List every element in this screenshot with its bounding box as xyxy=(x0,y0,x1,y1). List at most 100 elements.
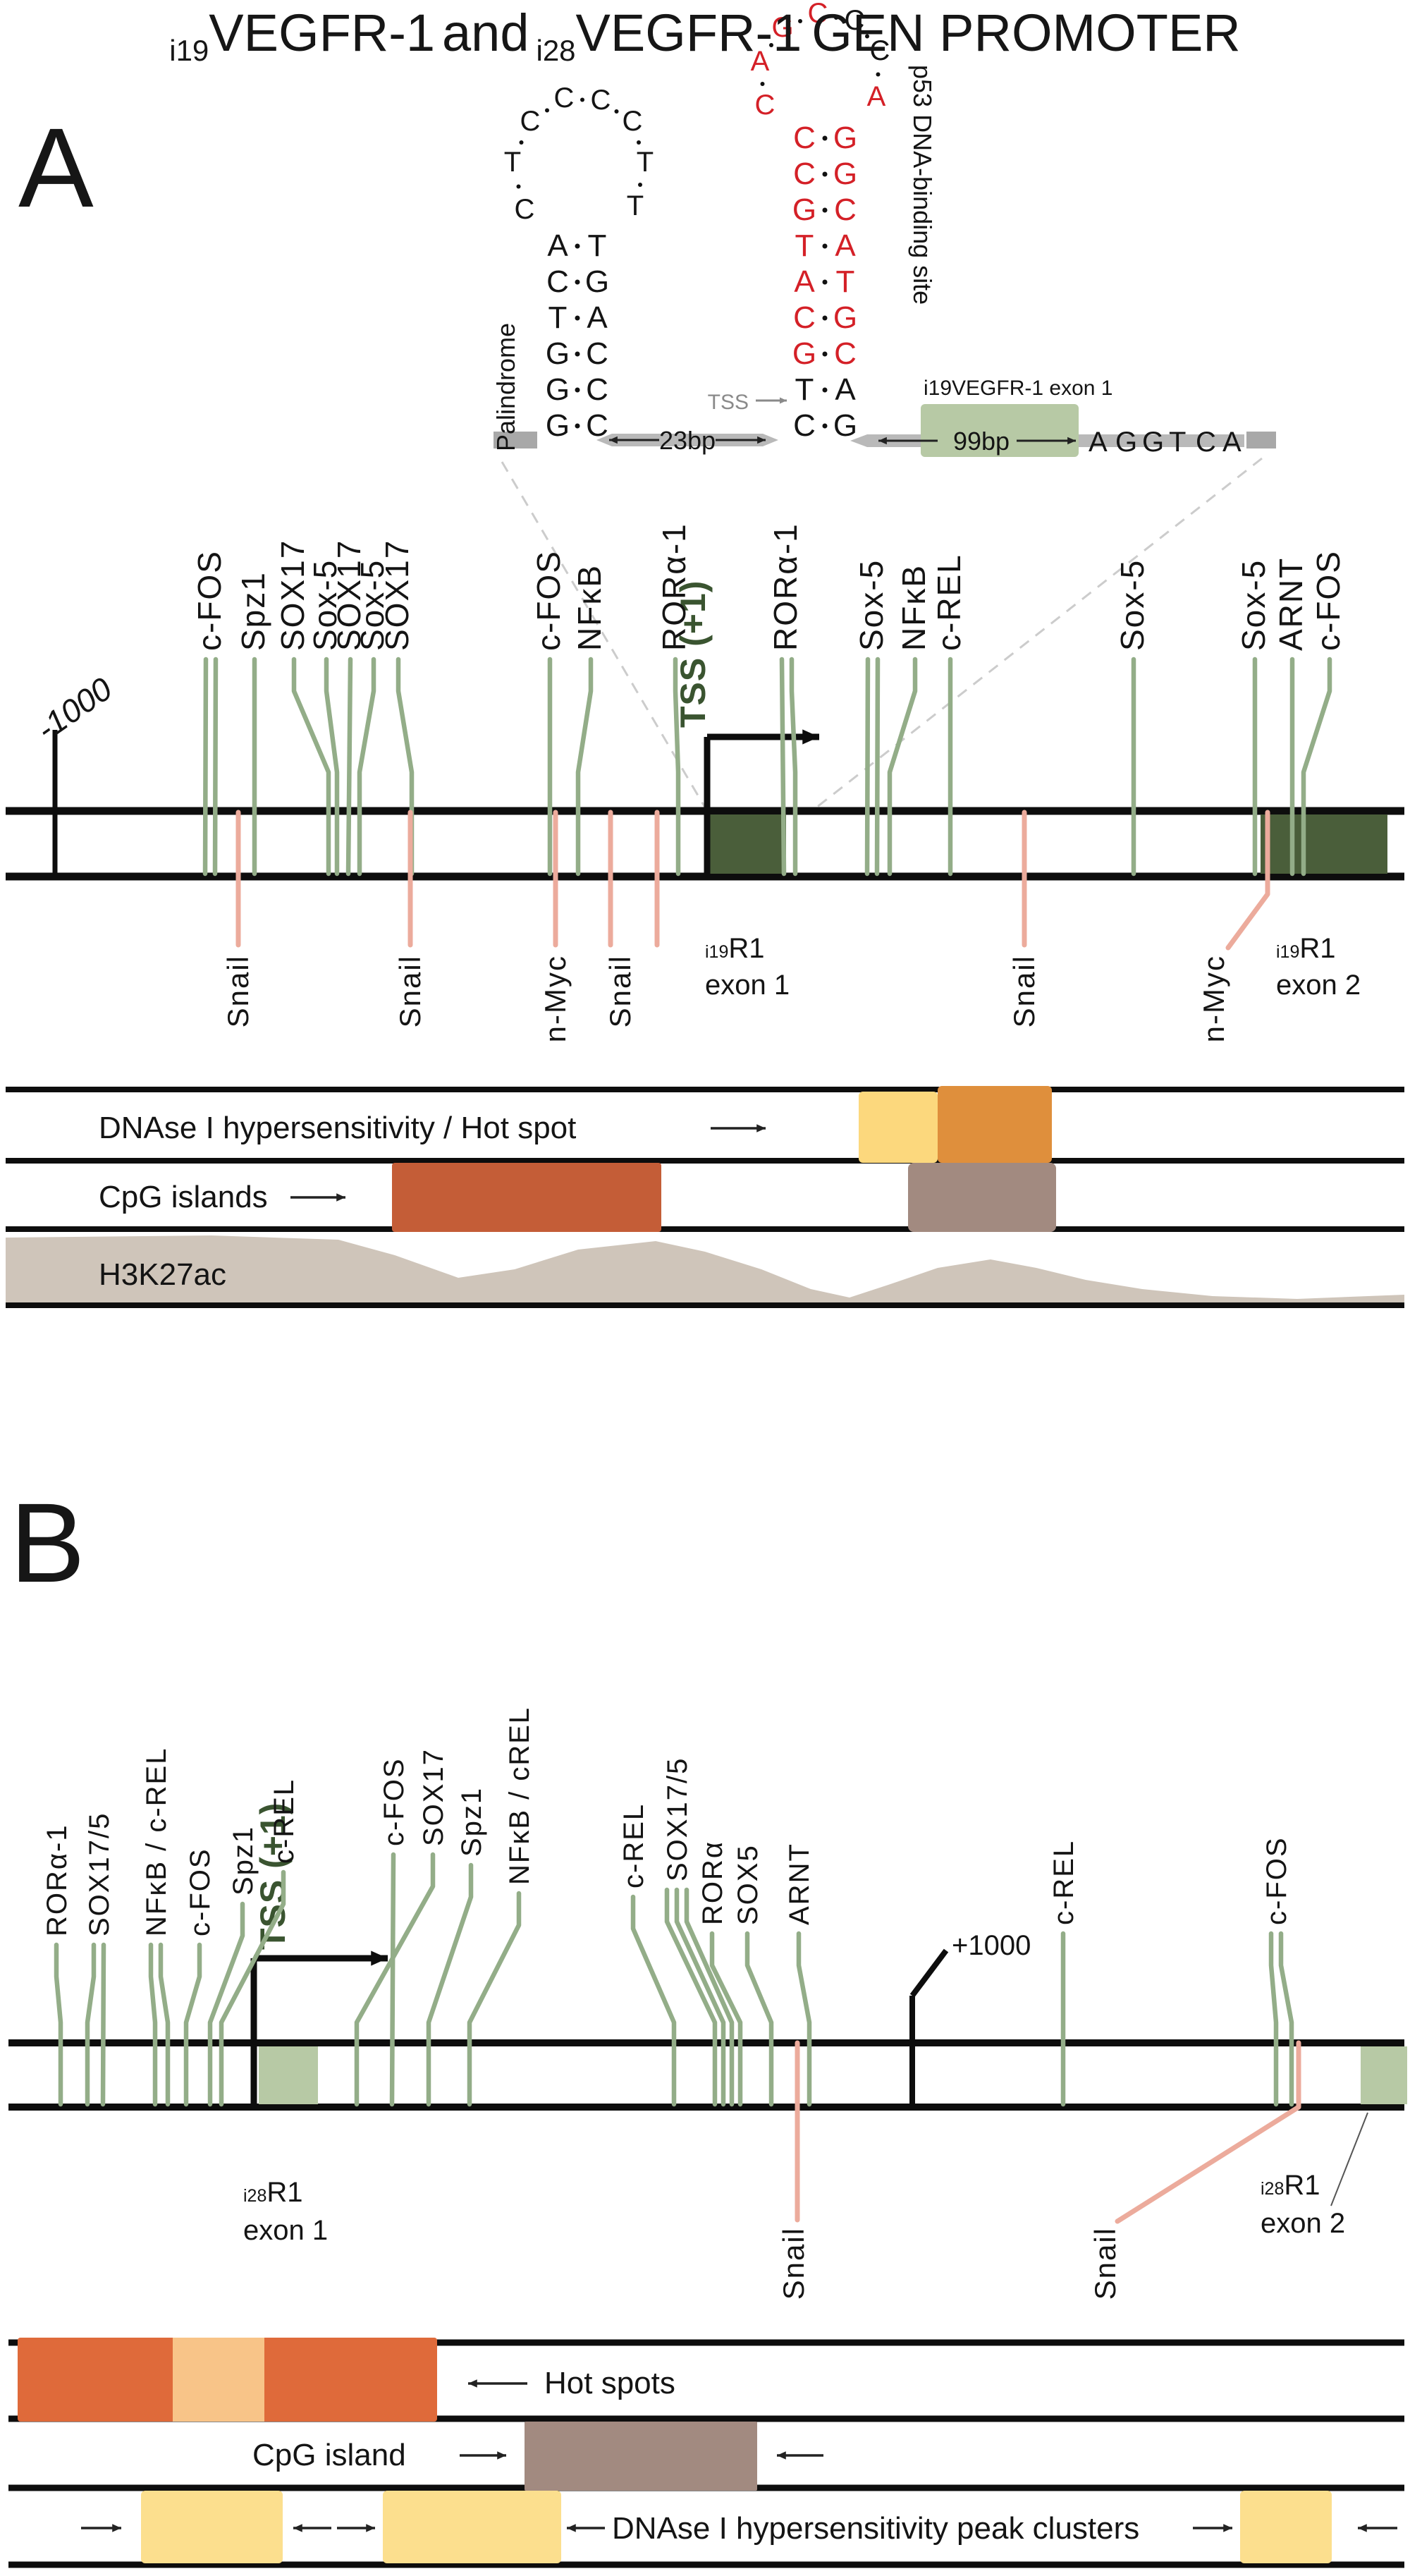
panelA-h3k27ac-label: H3K27ac xyxy=(99,1257,226,1292)
panelB-cpg-arrow-left-head xyxy=(777,2451,786,2460)
panelB-dnase-arrow-6-head xyxy=(1358,2524,1367,2532)
panelA-dnase-box-yellow xyxy=(859,1092,938,1163)
panelB-exon2-label: i28R1 xyxy=(1261,2170,1320,2201)
base-pair-dot xyxy=(575,351,580,357)
loop-dot xyxy=(614,109,619,114)
binding-site-label: RORα-1 xyxy=(656,523,692,651)
panelB-dnase-box-2 xyxy=(383,2491,561,2563)
binding-site-line xyxy=(1278,1931,1294,2107)
loop-dot xyxy=(638,183,642,187)
loop-dot xyxy=(834,16,838,20)
loop-base: C xyxy=(623,106,643,137)
panelA-dnase-box-orange xyxy=(938,1086,1052,1163)
binding-site-label: Spz1 xyxy=(228,1826,259,1896)
binding-site-label: NFκB xyxy=(895,564,932,651)
panelB-hotspot-label: Hot spots xyxy=(544,2366,675,2400)
panelB-dnase-arrow-2-head xyxy=(293,2524,302,2532)
base-pair-dot xyxy=(822,423,828,429)
zoom-region-dashed-left xyxy=(501,461,706,808)
repressor-site-label: Snail xyxy=(777,2227,810,2300)
panelA-cpg-box-1 xyxy=(392,1163,661,1232)
loop-base: C xyxy=(520,106,541,137)
binding-site-line xyxy=(1301,657,1332,877)
binding-site-label: RORα-1 xyxy=(42,1824,73,1936)
binding-site-line xyxy=(467,1891,522,2107)
bp23-arrow-left-head xyxy=(609,436,618,444)
binding-site-line xyxy=(674,1887,726,2107)
panelB-exon1-box xyxy=(259,2046,318,2104)
repressor-site-label: Snail xyxy=(1007,955,1041,1027)
panelB-dnase-arrow-4-head xyxy=(567,2524,576,2532)
binding-site-line xyxy=(85,1942,97,2107)
binding-site-line xyxy=(158,1942,171,2107)
binding-site-label: SOX17 xyxy=(379,539,415,651)
binding-site-line xyxy=(575,657,594,877)
loop-base: T xyxy=(637,147,654,178)
title-gene-1: VEGFR-1 xyxy=(209,4,436,62)
panelB-hotspot-arrow-head xyxy=(468,2379,477,2388)
terminal-seq-letter: G xyxy=(1115,427,1137,458)
binding-site-line xyxy=(219,1869,286,2107)
binding-site-label: c-FOS xyxy=(1261,1836,1292,1925)
binding-site-line xyxy=(426,1862,474,2107)
loop-dot xyxy=(516,184,521,189)
loop-base: T xyxy=(627,190,644,221)
binding-site-line xyxy=(345,657,353,877)
binding-site-line xyxy=(779,657,787,877)
binding-site-line xyxy=(630,1894,677,2107)
hairpin-99bp-band-tip xyxy=(850,434,867,447)
repressor-site-label: Snail xyxy=(221,955,255,1027)
panelB-exon2-box xyxy=(1361,2046,1407,2104)
panelA-tss-label: TSS (+1) xyxy=(673,580,713,728)
stem-base: A xyxy=(835,372,856,407)
panelB-exon1-label-line2: exon 1 xyxy=(243,2215,328,2246)
panelB-dnase-arrow-3-head xyxy=(366,2524,375,2532)
loop-dot xyxy=(798,19,802,23)
stem-base: G xyxy=(833,121,857,155)
panelB-exon1-label: i28R1 xyxy=(243,2177,303,2208)
panelB-dnase-arrow-1-head xyxy=(112,2524,121,2532)
loop-base: C xyxy=(845,5,865,36)
stem-base: G xyxy=(546,336,570,371)
bp99-arrow-left-head xyxy=(878,437,887,445)
stem-base: C xyxy=(586,336,608,371)
base-pair-dot xyxy=(575,423,580,429)
hairpin-tss-arrow-head xyxy=(779,397,787,404)
panelB-cpg-arrow-right-head xyxy=(497,2451,506,2460)
binding-site-label: Sox-5 xyxy=(307,559,343,651)
stem-base: C xyxy=(586,372,608,407)
binding-site-line xyxy=(709,1931,743,2107)
loop-dot xyxy=(545,108,549,113)
base-pair-dot xyxy=(822,207,828,213)
stem-base: C xyxy=(546,264,569,299)
binding-site-label: Sox-5 xyxy=(1114,559,1151,651)
loop-base: C xyxy=(870,35,890,66)
repressor-site-label: Snail xyxy=(1089,2227,1122,2300)
binding-site-line xyxy=(357,657,376,877)
panelB-dnase-arrow-5-head xyxy=(1223,2524,1232,2532)
bp99-arrow-right-head xyxy=(1067,437,1076,445)
binding-site-line xyxy=(796,1931,812,2107)
panelB-dnase-box-1 xyxy=(141,2491,283,2563)
base-pair-dot xyxy=(822,315,828,321)
binding-site-line xyxy=(54,1942,63,2107)
binding-site-label: NFκB / cREL xyxy=(504,1707,535,1885)
loop-base: T xyxy=(504,147,521,178)
terminal-seq-letter: A xyxy=(1222,427,1242,458)
stem-base: A xyxy=(794,264,815,299)
panelB-exon2-label-line2: exon 2 xyxy=(1261,2208,1345,2239)
base-pair-dot xyxy=(575,279,580,285)
loop-base: A xyxy=(867,81,886,112)
loop-dot xyxy=(865,34,869,39)
panelA-tss-arrow-head xyxy=(802,729,819,745)
binding-site-label: NFκB xyxy=(571,564,608,651)
hairpin-23bp-band-tip-left xyxy=(596,434,612,446)
binding-site-line xyxy=(207,1901,245,2107)
binding-site-label: SOX5 xyxy=(732,1844,764,1925)
loop-base: C xyxy=(808,0,828,29)
panelB-cpg-label: CpG island xyxy=(252,2438,406,2472)
stem-base: A xyxy=(547,228,568,263)
terminal-seq-letter: A xyxy=(1089,427,1108,458)
binding-site-line xyxy=(183,1942,202,2107)
